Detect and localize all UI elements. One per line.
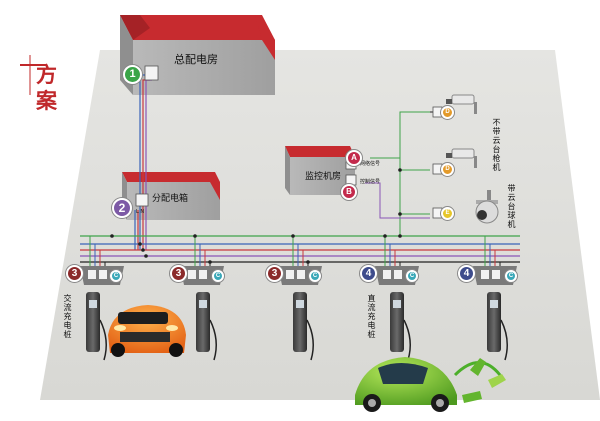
camera-icon	[446, 94, 477, 114]
control-signal-label: 控制信号	[360, 179, 381, 185]
badge-4-charger-5: 4	[458, 265, 475, 282]
badge-d-camera-1: D	[441, 106, 454, 119]
camera-network-lines	[365, 111, 436, 236]
floor-plane	[40, 50, 600, 400]
badge-c-charger-1: C	[110, 270, 122, 282]
heading-line-2: 案	[36, 89, 57, 113]
heading-line-1: 方	[36, 63, 57, 87]
network-signal-label: 网络信号	[360, 161, 381, 167]
corner-accent	[20, 55, 46, 95]
dome-camera-icon	[475, 190, 499, 224]
bus-lines	[80, 235, 520, 263]
camera-icon	[446, 148, 477, 168]
badge-3-charger-2: 3	[170, 265, 187, 282]
plug-icon	[453, 358, 506, 403]
main-power-room-building	[120, 15, 275, 95]
junction-dots	[110, 168, 402, 264]
charging-pile-icon	[86, 292, 508, 361]
badge-3-charger-1: 3	[66, 265, 83, 282]
badge-2: 2	[112, 198, 132, 218]
badge-b: B	[341, 184, 357, 200]
badge-c-charger-2: C	[212, 270, 224, 282]
main-power-room-label: 总配电房	[174, 53, 218, 66]
badge-c-charger-4: C	[406, 270, 418, 282]
charger-drop-lines	[89, 236, 501, 268]
ac-charger-label: 交流充电桩	[63, 294, 72, 339]
badge-1: 1	[123, 65, 142, 84]
dc-charger-label: 直流充电桩	[367, 294, 376, 339]
distribution-box-label: 分配电箱	[152, 194, 189, 204]
badge-4-charger-4: 4	[360, 265, 377, 282]
badge-d-camera-2: D	[441, 163, 454, 176]
dome-camera-label: 带云台球机	[507, 184, 516, 229]
distribution-box-ln-label: L N	[136, 209, 145, 215]
car-icon	[355, 357, 457, 412]
badge-3-charger-3: 3	[266, 265, 283, 282]
page-heading: 方 案	[36, 62, 60, 114]
fixed-camera-label: 不带云台枪机	[492, 118, 501, 172]
monitor-room-label: 监控机房	[305, 172, 342, 182]
badge-a: A	[346, 150, 362, 166]
car-icon	[108, 305, 186, 357]
badge-c-charger-3: C	[309, 270, 321, 282]
badge-c-charger-5: C	[505, 270, 517, 282]
badge-e-dome: E	[441, 207, 454, 220]
